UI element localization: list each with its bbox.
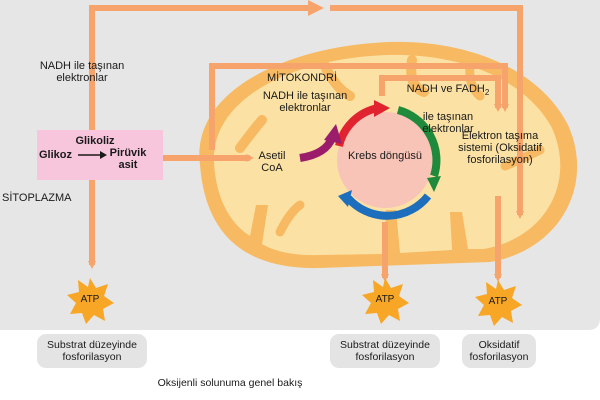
atp-label: ATP	[375, 294, 395, 305]
nadh-inner-label: NADH ile taşınan elektronlar	[262, 90, 348, 114]
glycolysis-label: Glikoliz	[75, 135, 115, 147]
substrate-phosphorylation-pill: Substrat düzeyinde fosforilasyon	[330, 334, 440, 368]
krebs-arrowhead-blue	[338, 190, 352, 207]
krebs-arc-blue	[344, 193, 432, 220]
krebs-arrowhead-red	[374, 100, 390, 117]
arrow-nadh-outer-cont	[330, 5, 524, 219]
crista	[275, 200, 305, 237]
arrow-nadh-outer	[89, 5, 310, 130]
arrow-nadh-inner	[209, 63, 509, 150]
caption: Oksijenli solunuma genel bakış	[157, 377, 303, 389]
mitochondria-label: MİTOKONDRİ	[266, 72, 338, 84]
etc-label: Elektron taşıma sistemi (Oksidatif fosfo…	[458, 130, 542, 166]
krebs-arc-green	[396, 106, 441, 178]
atp-label: ATP	[488, 296, 508, 307]
glucose-label: Glikoz	[39, 149, 73, 161]
atp-star	[362, 278, 409, 324]
arrowhead-top	[308, 0, 324, 16]
atp-label: ATP	[80, 294, 100, 305]
pyruvic-acid-label: Pirüvik asit	[109, 147, 147, 171]
nadh-outer-label: NADH ile taşınan elektronlar	[39, 60, 125, 84]
krebs-center	[337, 112, 433, 208]
oxidative-phosphorylation-pill: Oksidatif fosforilasyon	[462, 334, 536, 368]
krebs-arrowhead-green	[427, 176, 441, 192]
atp-star	[67, 278, 114, 324]
nadh-fadh2-rest: ile taşınan elektronlar	[422, 111, 474, 136]
acetyl-coa-label: Asetil CoA	[258, 150, 286, 174]
crista	[235, 115, 267, 153]
arrow-krebs-nadh	[379, 75, 502, 112]
acetyl-arrowhead	[324, 124, 342, 144]
atp-star	[475, 280, 522, 326]
krebs-label: Krebs döngüsü	[348, 150, 422, 162]
substrate-phosphorylation-pill: Substrat düzeyinde fosforilasyon	[37, 334, 147, 368]
fadh2-subscript: 2	[484, 88, 490, 98]
crista	[465, 61, 485, 101]
nadh-fadh2-text: NADH ve FADH	[406, 83, 485, 95]
cytoplasm-label: SİTOPLAZMA	[2, 192, 72, 204]
arrowhead-glucose	[100, 151, 107, 159]
nadh-fadh2-label: NADH ve FADH2 ile taşınan elektronlar	[388, 71, 508, 135]
